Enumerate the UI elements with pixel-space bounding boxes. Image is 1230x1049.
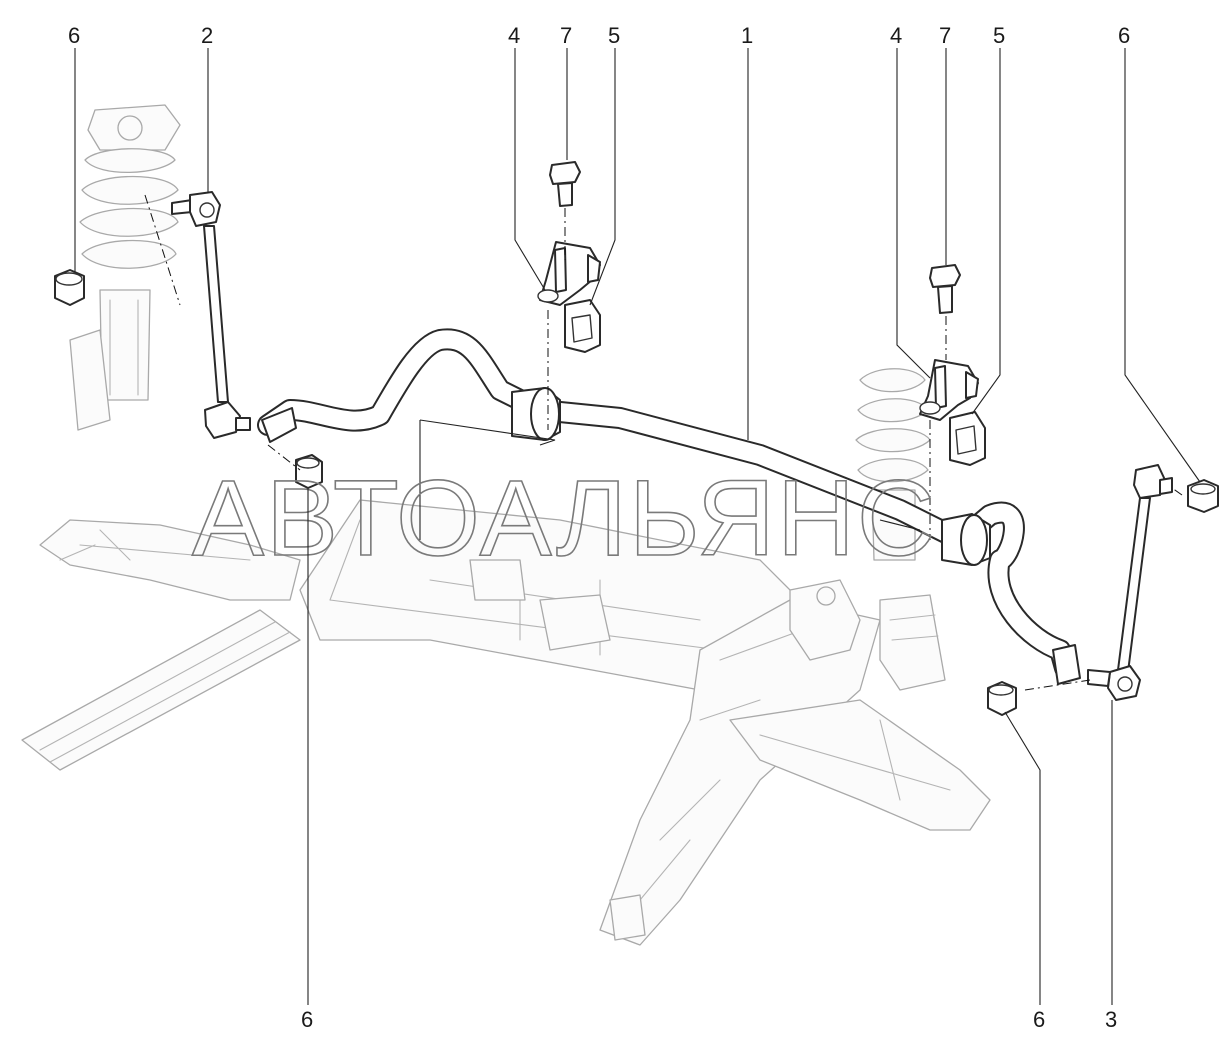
callout-6-top-right: 6 (1118, 23, 1130, 48)
left-bar-bushing (511, 387, 561, 441)
watermark: АВТОАЛЬЯНС (192, 457, 937, 578)
left-stabilizer-link (171, 191, 251, 439)
callout-7-left: 7 (560, 23, 572, 48)
left-bar-cushion (564, 299, 601, 353)
right-stabilizer-link (1087, 464, 1173, 701)
callout-6-top-left: 6 (68, 23, 80, 48)
callout-6-bottom-right: 6 (1033, 1007, 1045, 1032)
front-subframe (21, 499, 991, 946)
nut-top-right (1187, 479, 1219, 513)
leader-lines (74, 48, 1201, 1005)
left-strut-spring (69, 104, 181, 431)
nut-mid-left (295, 454, 323, 489)
callout-3: 3 (1105, 1007, 1117, 1032)
callout-4-right: 4 (890, 23, 902, 48)
callout-4-left: 4 (508, 23, 520, 48)
assembly-axes (267, 310, 1183, 691)
nut-top-left (54, 269, 85, 306)
callouts: 6 2 4 7 5 1 4 7 5 6 6 6 3 (68, 23, 1130, 1032)
callout-7-right: 7 (939, 23, 951, 48)
left-clamp-bolt (549, 161, 581, 260)
callout-2: 2 (201, 23, 213, 48)
callout-5-right: 5 (993, 23, 1005, 48)
right-strut-spring (855, 368, 931, 561)
callout-6-bottom-left: 6 (301, 1007, 313, 1032)
stabilizer-bar (257, 328, 1081, 685)
left-bar-clamp (537, 241, 601, 306)
callout-1: 1 (741, 23, 753, 48)
right-bar-clamp (919, 359, 979, 421)
callout-5-left: 5 (608, 23, 620, 48)
nut-low-right (987, 681, 1017, 716)
right-clamp-bolt (929, 264, 961, 360)
right-bar-bushing (941, 513, 991, 566)
right-bar-cushion (949, 411, 986, 466)
